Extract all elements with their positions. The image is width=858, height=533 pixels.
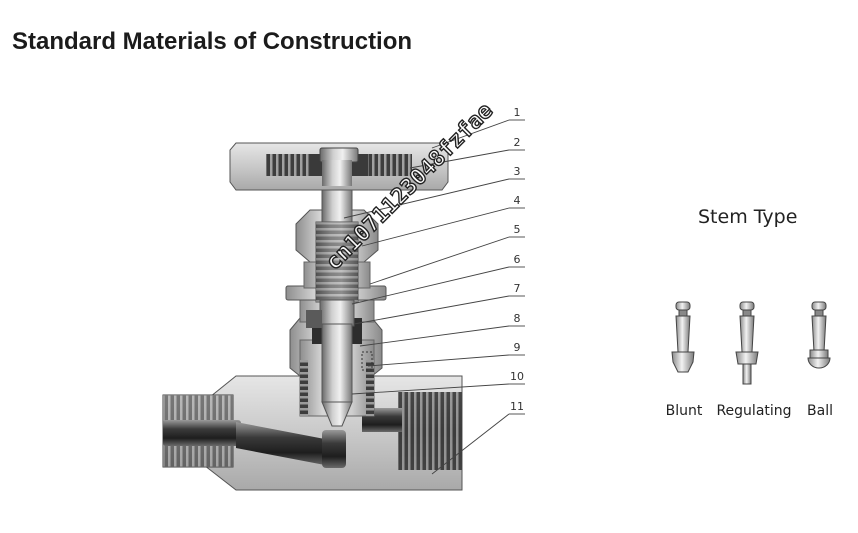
stem-label-blunt: Blunt: [665, 403, 703, 419]
callout-2: 2: [514, 136, 521, 149]
blunt-stem-icon: [671, 301, 695, 373]
valve-body: [162, 375, 463, 491]
regulating-stem-icon: [735, 301, 759, 385]
callout-8: 8: [514, 312, 521, 325]
handle: [229, 142, 449, 191]
callout-3: 3: [514, 165, 521, 178]
callout-6: 6: [514, 253, 521, 266]
ball-stem-icon: [807, 301, 831, 369]
valve-stem: [306, 159, 359, 427]
stem-label-regulating: Regulating: [716, 403, 792, 419]
stem-label-ball: Ball: [807, 403, 833, 419]
callout-11: 11: [510, 400, 524, 413]
stem-type-heading: Stem Type: [698, 206, 798, 228]
callout-7: 7: [514, 282, 521, 295]
callout-leaders: [343, 119, 525, 475]
page-title: Standard Materials of Construction: [12, 28, 413, 55]
callout-4: 4: [514, 194, 521, 207]
callout-10: 10: [510, 370, 524, 383]
callout-1: 1: [514, 106, 521, 119]
callout-5: 5: [514, 223, 521, 236]
callout-numbers: 1 2 3 4 5 6 7 8 9 10 11: [510, 106, 524, 413]
callout-9: 9: [514, 341, 521, 354]
